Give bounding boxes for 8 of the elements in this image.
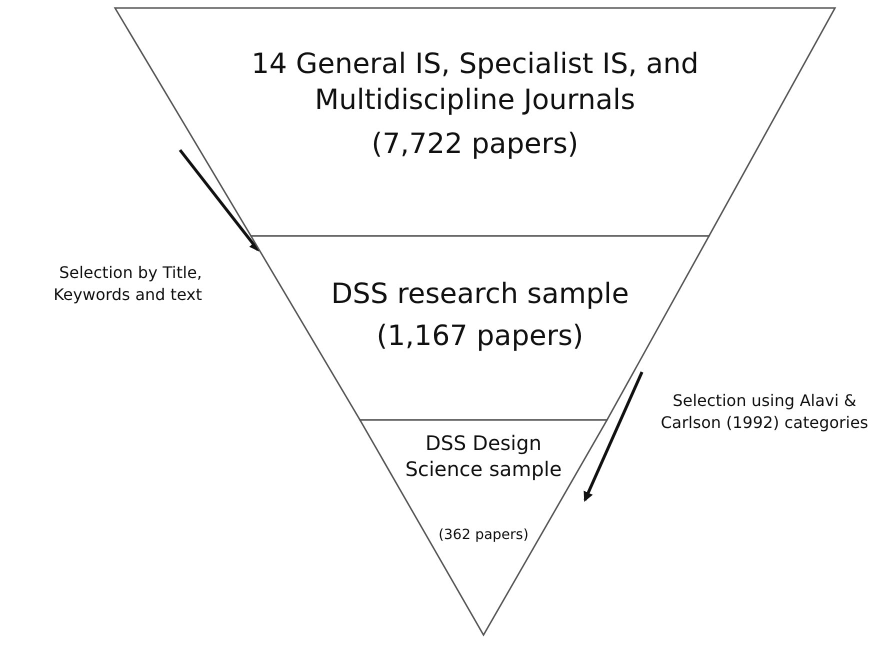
paper-count: (362 papers) xyxy=(437,526,530,544)
paper-count: (7,722 papers) xyxy=(370,126,580,162)
band-heading: 14 General IS, Specialist IS, and Multidiscipline Journals xyxy=(250,46,700,118)
paper-count: (1,167 papers) xyxy=(376,318,584,354)
band-heading: DSS Design Science sample xyxy=(405,430,562,482)
annotation-text: Selection using Alavi & Carlson (1992) categories xyxy=(660,390,870,434)
band-heading: DSS research sample xyxy=(330,276,630,312)
annotation-text: Selection by Title, Keywords and text xyxy=(52,262,202,306)
